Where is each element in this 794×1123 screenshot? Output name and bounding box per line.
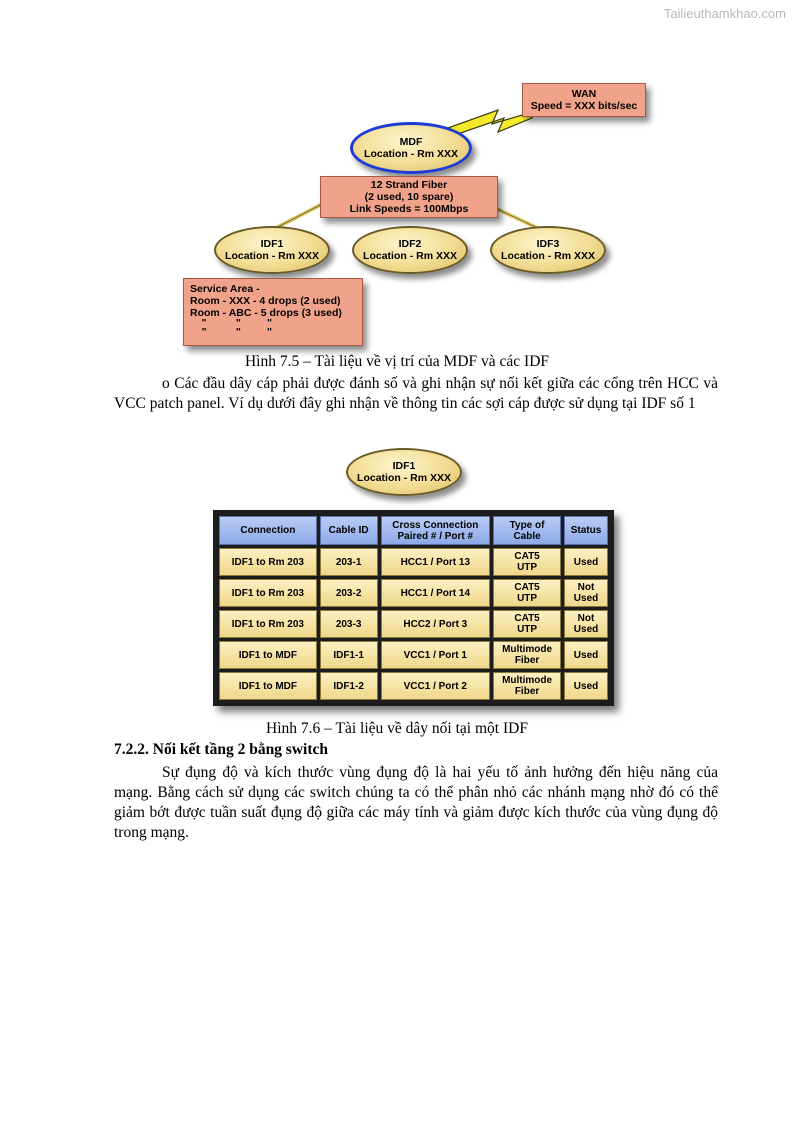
service-area-line-2: Room - XXX - 4 drops (2 used) [190, 295, 341, 307]
idf-wiring-table: Connection Cable ID Cross Connection Pai… [213, 510, 614, 706]
service-area-line-5: " " " [190, 326, 273, 338]
figure-7-5-caption: Hình 7.5 – Tài liệu về vị trí của MDF và… [244, 353, 550, 370]
idf1-table-node-title: IDF1 [392, 460, 416, 472]
table-row: IDF1 to MDF IDF1-2 VCC1 / Port 2 Multimo… [219, 672, 608, 700]
table-row: IDF1 to Rm 203 203-3 HCC2 / Port 3 CAT5 … [219, 610, 608, 638]
cell-connection: IDF1 to Rm 203 [219, 579, 317, 607]
idf2-location: Location - Rm XXX [363, 250, 457, 262]
cell-type-of-cable: CAT5 UTP [493, 579, 562, 607]
table-row: IDF1 to MDF IDF1-1 VCC1 / Port 1 Multimo… [219, 641, 608, 669]
cell-cross-connection: HCC1 / Port 13 [380, 548, 491, 576]
cell-cable-id: 203-2 [319, 579, 378, 607]
cell-status: Not Used [564, 579, 608, 607]
cell-status: Used [564, 548, 608, 576]
paragraph-switching-text: Sự đụng độ và kích thước vùng đụng độ là… [114, 764, 718, 841]
connection-lines [267, 108, 547, 234]
cell-status: Used [564, 641, 608, 669]
header-cross-connection: Cross Connection Paired # / Port # [380, 516, 491, 545]
idf1-node: IDF1 Location - Rm XXX [214, 226, 330, 274]
wan-link-bolt [447, 108, 533, 137]
table-row: IDF1 to Rm 203 203-1 HCC1 / Port 13 CAT5… [219, 548, 608, 576]
cell-cross-connection: HCC1 / Port 14 [380, 579, 491, 607]
mdf-location: Location - Rm XXX [364, 148, 458, 160]
paragraph-cable-numbering: o Các đầu dây cáp phải được đánh số và g… [114, 374, 718, 414]
mdf-idf-location-diagram: WAN Speed = XXX bits/sec MDF Location - … [0, 0, 794, 350]
service-area-line-3: Room - ABC - 5 drops (3 used) [190, 307, 342, 319]
section-heading: 7.2.2. Nối kết tầng 2 bằng switch [114, 741, 329, 758]
cell-type-of-cable: Multimode Fiber [493, 641, 562, 669]
cell-type-of-cable: CAT5 UTP [493, 610, 562, 638]
idf3-title: IDF3 [536, 238, 560, 250]
wan-box: WAN Speed = XXX bits/sec [522, 83, 646, 117]
service-area-line-4: " " " [190, 317, 273, 329]
service-area-line-1: Service Area - [190, 283, 260, 295]
header-cable-id: Cable ID [319, 516, 378, 545]
idf2-node: IDF2 Location - Rm XXX [352, 226, 468, 274]
idf3-location: Location - Rm XXX [501, 250, 595, 262]
idf1-table-node: IDF1 Location - Rm XXX [346, 448, 462, 496]
cell-connection: IDF1 to Rm 203 [219, 610, 317, 638]
paragraph-cable-numbering-text: o Các đầu dây cáp phải được đánh số và g… [114, 375, 718, 412]
wan-speed: Speed = XXX bits/sec [530, 100, 638, 112]
watermark: Tailieuthamkhao.com [663, 6, 786, 21]
wan-title: WAN [571, 88, 597, 100]
idf3-node: IDF3 Location - Rm XXX [490, 226, 606, 274]
mdf-node: MDF Location - Rm XXX [350, 122, 472, 174]
header-connection: Connection [219, 516, 317, 545]
cell-cable-id: IDF1-1 [319, 641, 378, 669]
idf1-table-node-location: Location - Rm XXX [357, 472, 451, 484]
cell-cable-id: 203-1 [319, 548, 378, 576]
cell-connection: IDF1 to MDF [219, 672, 317, 700]
fiber-line-1: 12 Strand Fiber [370, 179, 448, 191]
fiber-line-3: Link Speeds = 100Mbps [349, 203, 469, 215]
cell-type-of-cable: CAT5 UTP [493, 548, 562, 576]
idf1-location: Location - Rm XXX [225, 250, 319, 262]
table-row: IDF1 to Rm 203 203-2 HCC1 / Port 14 CAT5… [219, 579, 608, 607]
cell-status: Used [564, 672, 608, 700]
cell-cross-connection: VCC1 / Port 1 [380, 641, 491, 669]
figure-7-6-caption: Hình 7.6 – Tài liệu về dây nối tại một I… [266, 720, 528, 737]
paragraph-switching: Sự đụng độ và kích thước vùng đụng độ là… [114, 763, 718, 843]
table-header-row: Connection Cable ID Cross Connection Pai… [219, 516, 608, 545]
header-type-of-cable: Type of Cable [493, 516, 562, 545]
cell-status: Not Used [564, 610, 608, 638]
idf1-title: IDF1 [260, 238, 284, 250]
mdf-title: MDF [399, 136, 423, 148]
fiber-box: 12 Strand Fiber (2 used, 10 spare) Link … [320, 176, 498, 218]
cell-cross-connection: HCC2 / Port 3 [380, 610, 491, 638]
fiber-line-2: (2 used, 10 spare) [364, 191, 454, 203]
header-status: Status [564, 516, 608, 545]
cell-cable-id: 203-3 [319, 610, 378, 638]
service-area-box: Service Area - Room - XXX - 4 drops (2 u… [183, 278, 363, 346]
cell-connection: IDF1 to MDF [219, 641, 317, 669]
cell-cable-id: IDF1-2 [319, 672, 378, 700]
cell-connection: IDF1 to Rm 203 [219, 548, 317, 576]
cell-cross-connection: VCC1 / Port 2 [380, 672, 491, 700]
idf2-title: IDF2 [398, 238, 422, 250]
cell-type-of-cable: Multimode Fiber [493, 672, 562, 700]
